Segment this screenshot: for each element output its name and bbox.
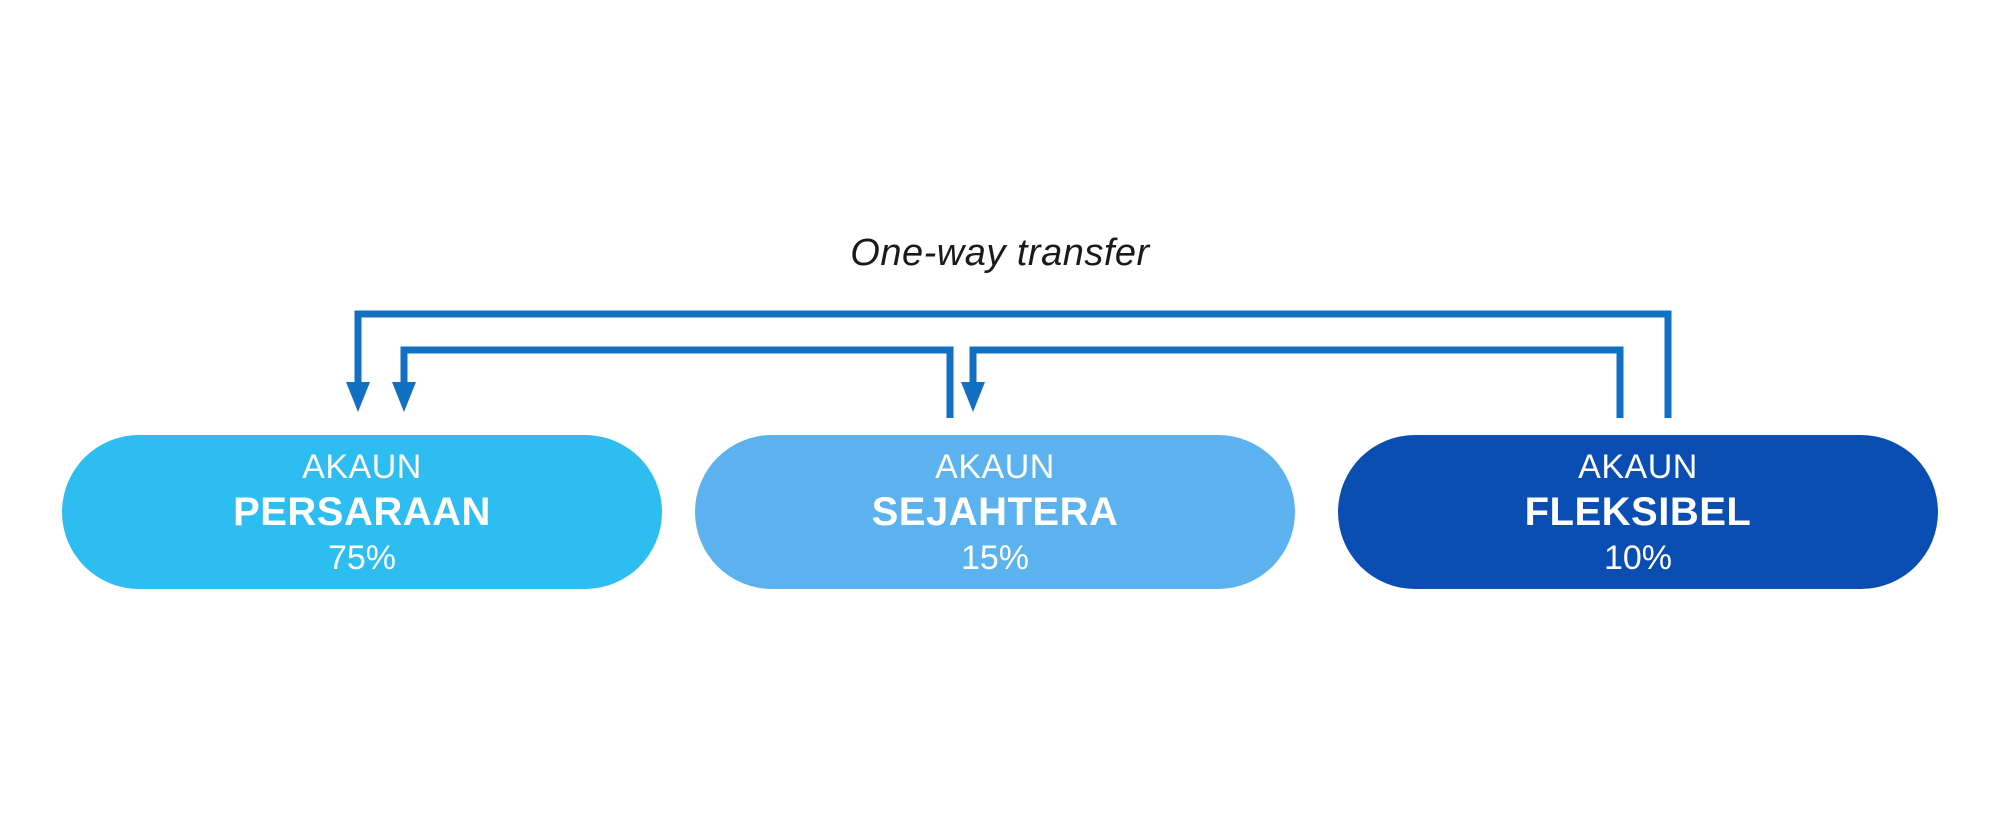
arrowhead-persaraan-inner — [392, 382, 416, 412]
account-fleksibel: AKAUN FLEKSIBEL 10% — [1338, 435, 1938, 589]
account-sejahtera: AKAUN SEJAHTERA 15% — [695, 435, 1295, 589]
account-share: 75% — [327, 539, 397, 577]
transfer-line-fleksibel-to-sejahtera — [969, 346, 1624, 418]
account-prefix: AKAUN — [302, 448, 422, 486]
account-persaraan: AKAUN PERSARAAN 75% — [62, 435, 662, 589]
arrowhead-sejahtera — [961, 382, 985, 412]
account-share: 10% — [1603, 539, 1673, 577]
diagram-caption: One-way transfer — [850, 232, 1150, 274]
transfer-line-sejahtera-to-persaraan — [400, 346, 954, 418]
account-name: FLEKSIBEL — [1524, 490, 1752, 534]
account-name: PERSARAAN — [233, 490, 491, 534]
arrowhead-persaraan-outer — [346, 382, 370, 412]
transfer-line-fleksibel-to-persaraan — [354, 310, 1672, 418]
account-prefix: AKAUN — [1578, 448, 1698, 486]
account-share: 15% — [960, 539, 1030, 577]
account-prefix: AKAUN — [935, 448, 1055, 486]
account-name: SEJAHTERA — [871, 490, 1119, 534]
